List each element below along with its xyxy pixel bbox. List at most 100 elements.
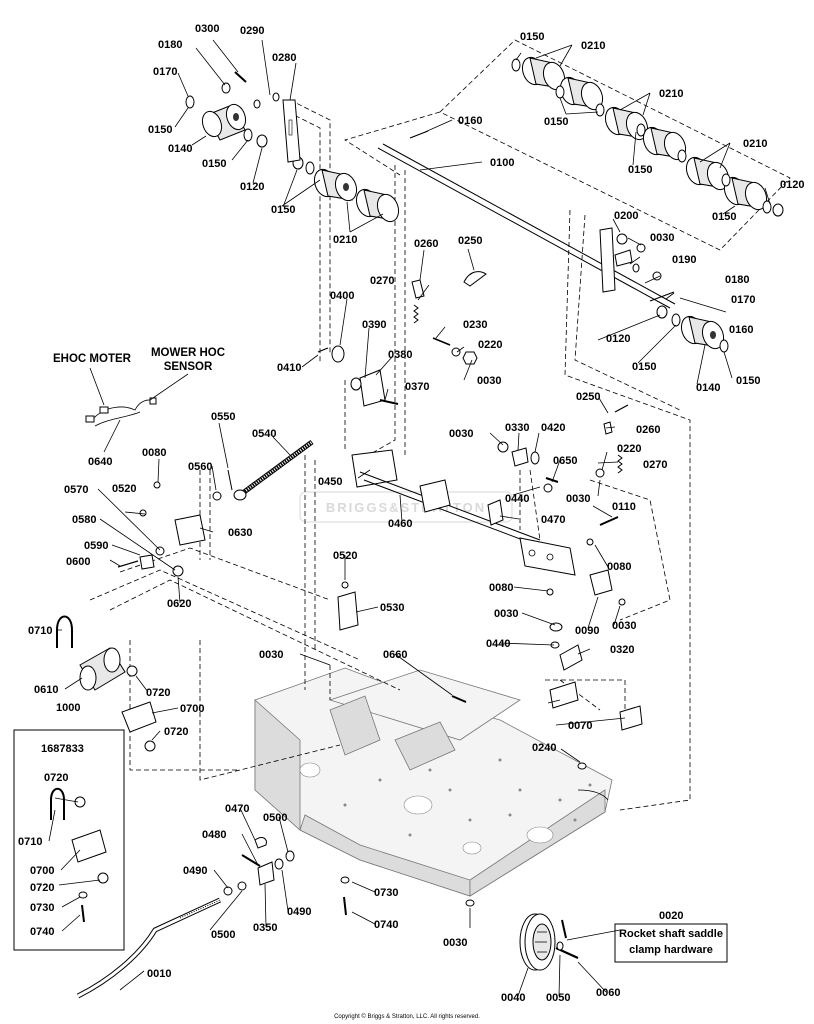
- part-label: 0060: [596, 987, 620, 999]
- part-label: 0150: [520, 31, 544, 43]
- left-hardware: [117, 481, 206, 577]
- part-label: 0730: [30, 902, 54, 914]
- part-label: 0580: [72, 514, 96, 526]
- part-label: 0700: [30, 865, 54, 877]
- part-label: 0410: [277, 362, 301, 374]
- part-label: 0280: [272, 52, 296, 64]
- part-label: 0270: [370, 275, 394, 287]
- roller-0210-a: [313, 168, 358, 202]
- copyright-notice: Copyright © Briggs & Stratton, LLC. All …: [334, 1013, 480, 1020]
- part-label: 0260: [414, 238, 438, 250]
- part-label: 0030: [443, 937, 467, 949]
- part-label: 0160: [729, 324, 753, 336]
- ehoc-motor-label: EHOC MOTER: [53, 353, 132, 365]
- part-label: 0740: [374, 919, 398, 931]
- part-label: 0030: [494, 608, 518, 620]
- part-label: 0210: [333, 234, 357, 246]
- part-label: 0380: [388, 349, 412, 361]
- part-label: 0460: [388, 518, 412, 530]
- part-label: 0290: [240, 25, 264, 37]
- center-bracket-assembly: [317, 345, 399, 407]
- kit-box-1000: [13, 729, 125, 951]
- part-label: 0500: [263, 812, 287, 824]
- watermark-text: BRIGGS&STRATTON: [326, 500, 486, 515]
- part-label: 0550: [211, 411, 235, 423]
- part-label: 0720: [146, 687, 170, 699]
- part-label: 0220: [478, 339, 502, 351]
- part-label: 0710: [18, 836, 42, 848]
- part-label: 0250: [458, 235, 482, 247]
- part-label: 0100: [490, 157, 514, 169]
- wiring-harness: [85, 397, 157, 427]
- part-label: 0150: [544, 116, 568, 128]
- part-label: 0250: [576, 391, 600, 403]
- part-label: 0170: [731, 294, 755, 306]
- part-labels: 0300 0290 0180 0280 0170 0150 0140 0150 …: [18, 23, 804, 1004]
- part-label: 0610: [34, 684, 58, 696]
- part-label: 0210: [743, 138, 767, 150]
- part-label: 0020: [659, 910, 683, 922]
- part-label: 0120: [780, 179, 804, 191]
- part-label: 0070: [568, 720, 592, 732]
- part-label: 0040: [501, 992, 525, 1004]
- part-label: 0470: [541, 514, 565, 526]
- part-label: 0030: [650, 232, 674, 244]
- mower-deck: [254, 667, 613, 897]
- part-label: 0500: [211, 929, 235, 941]
- mower-hoc-sensor-label-2: SENSOR: [164, 361, 213, 373]
- part-label: 0420: [541, 422, 565, 434]
- roller-0210-b: [355, 188, 400, 223]
- part-label: 0080: [142, 447, 166, 459]
- part-label: 0720: [30, 882, 54, 894]
- roller-0210-c: [521, 56, 566, 91]
- part-label: 0440: [486, 638, 510, 650]
- part-label: 0600: [66, 556, 90, 568]
- part-label: 0490: [287, 906, 311, 918]
- callout-0020-line1: Rocket shaft saddle: [619, 928, 723, 940]
- rollers: [201, 56, 768, 350]
- part-label: 0700: [180, 703, 204, 715]
- roller-0140-left: [201, 103, 247, 141]
- rocker-shaft: [351, 449, 576, 576]
- part-label: 0120: [240, 181, 264, 193]
- part-label: 0090: [575, 625, 599, 637]
- part-label: 0180: [158, 39, 182, 51]
- small-hardware-top: [234, 71, 675, 365]
- part-label: 0210: [659, 88, 683, 100]
- part-label: 0180: [725, 274, 749, 286]
- part-label: 0620: [167, 598, 191, 610]
- part-label: 0720: [164, 726, 188, 738]
- part-label: 0220: [617, 443, 641, 455]
- part-label: 0230: [463, 319, 487, 331]
- part-label: 0200: [614, 210, 638, 222]
- part-label: 0160: [458, 115, 482, 127]
- part-label: 0720: [44, 772, 68, 784]
- roller-0140-right: [680, 315, 725, 350]
- part-label: 0530: [380, 602, 404, 614]
- part-label: 1000: [56, 702, 80, 714]
- actuator-shaft: [212, 439, 314, 501]
- part-label: 0630: [228, 527, 252, 539]
- part-label: 0660: [383, 649, 407, 661]
- part-label: 0740: [30, 926, 54, 938]
- washers: [185, 58, 784, 353]
- part-label: 0490: [183, 865, 207, 877]
- part-label: 0150: [632, 361, 656, 373]
- callout-0020: Rocket shaft saddle clamp hardware: [614, 923, 728, 963]
- right-hardware: [497, 404, 643, 770]
- part-label: 0570: [64, 484, 88, 496]
- part-label: 0370: [405, 381, 429, 393]
- part-label: 0150: [271, 204, 295, 216]
- part-label: 0050: [546, 992, 570, 1004]
- part-label: 0030: [449, 428, 473, 440]
- roller-0210-h: [723, 176, 768, 211]
- part-label: 0450: [318, 476, 342, 488]
- part-label: 0210: [581, 40, 605, 52]
- part-label: 0150: [628, 164, 652, 176]
- part-label: 0110: [612, 501, 636, 513]
- part-label: 0540: [252, 428, 276, 440]
- part-label: 0520: [112, 483, 136, 495]
- part-label: 0030: [259, 649, 283, 661]
- leader-lines: [48, 39, 771, 997]
